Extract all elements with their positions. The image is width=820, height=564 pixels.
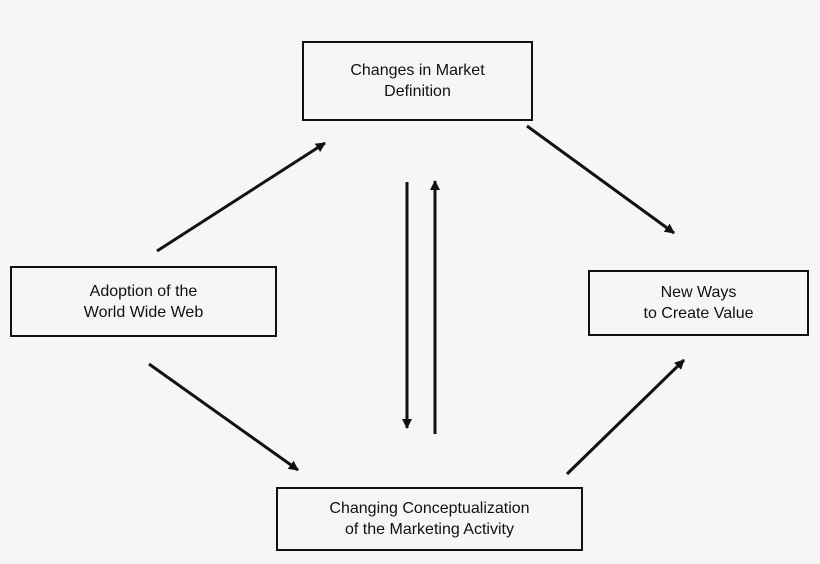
arrow-left-to-bottom: [148, 362, 299, 472]
node-changing-conceptualization: Changing Conceptualization of the Market…: [276, 487, 583, 551]
node-bottom-line2: of the Marketing Activity: [345, 521, 514, 538]
node-bottom-line1: Changing Conceptualization: [329, 500, 530, 517]
arrow-top-to-right: [526, 124, 675, 235]
node-changes-in-market-definition: Changes in Market Definition: [302, 41, 533, 121]
node-new-ways-to-create-value: New Ways to Create Value: [588, 270, 809, 336]
arrow-left-to-top: [156, 141, 326, 253]
node-left-line1: Adoption of the: [89, 282, 198, 300]
node-left-line2: World Wide Web: [83, 303, 204, 321]
arrow-bottom-to-right: [565, 358, 686, 476]
node-right-line2: to Create Value: [643, 305, 754, 322]
node-top-line1: Changes in Market: [350, 62, 485, 79]
node-right-line1: New Ways: [660, 284, 737, 301]
node-adoption-of-www: Adoption of the World Wide Web: [10, 266, 277, 337]
node-top-line2: Definition: [384, 83, 451, 100]
